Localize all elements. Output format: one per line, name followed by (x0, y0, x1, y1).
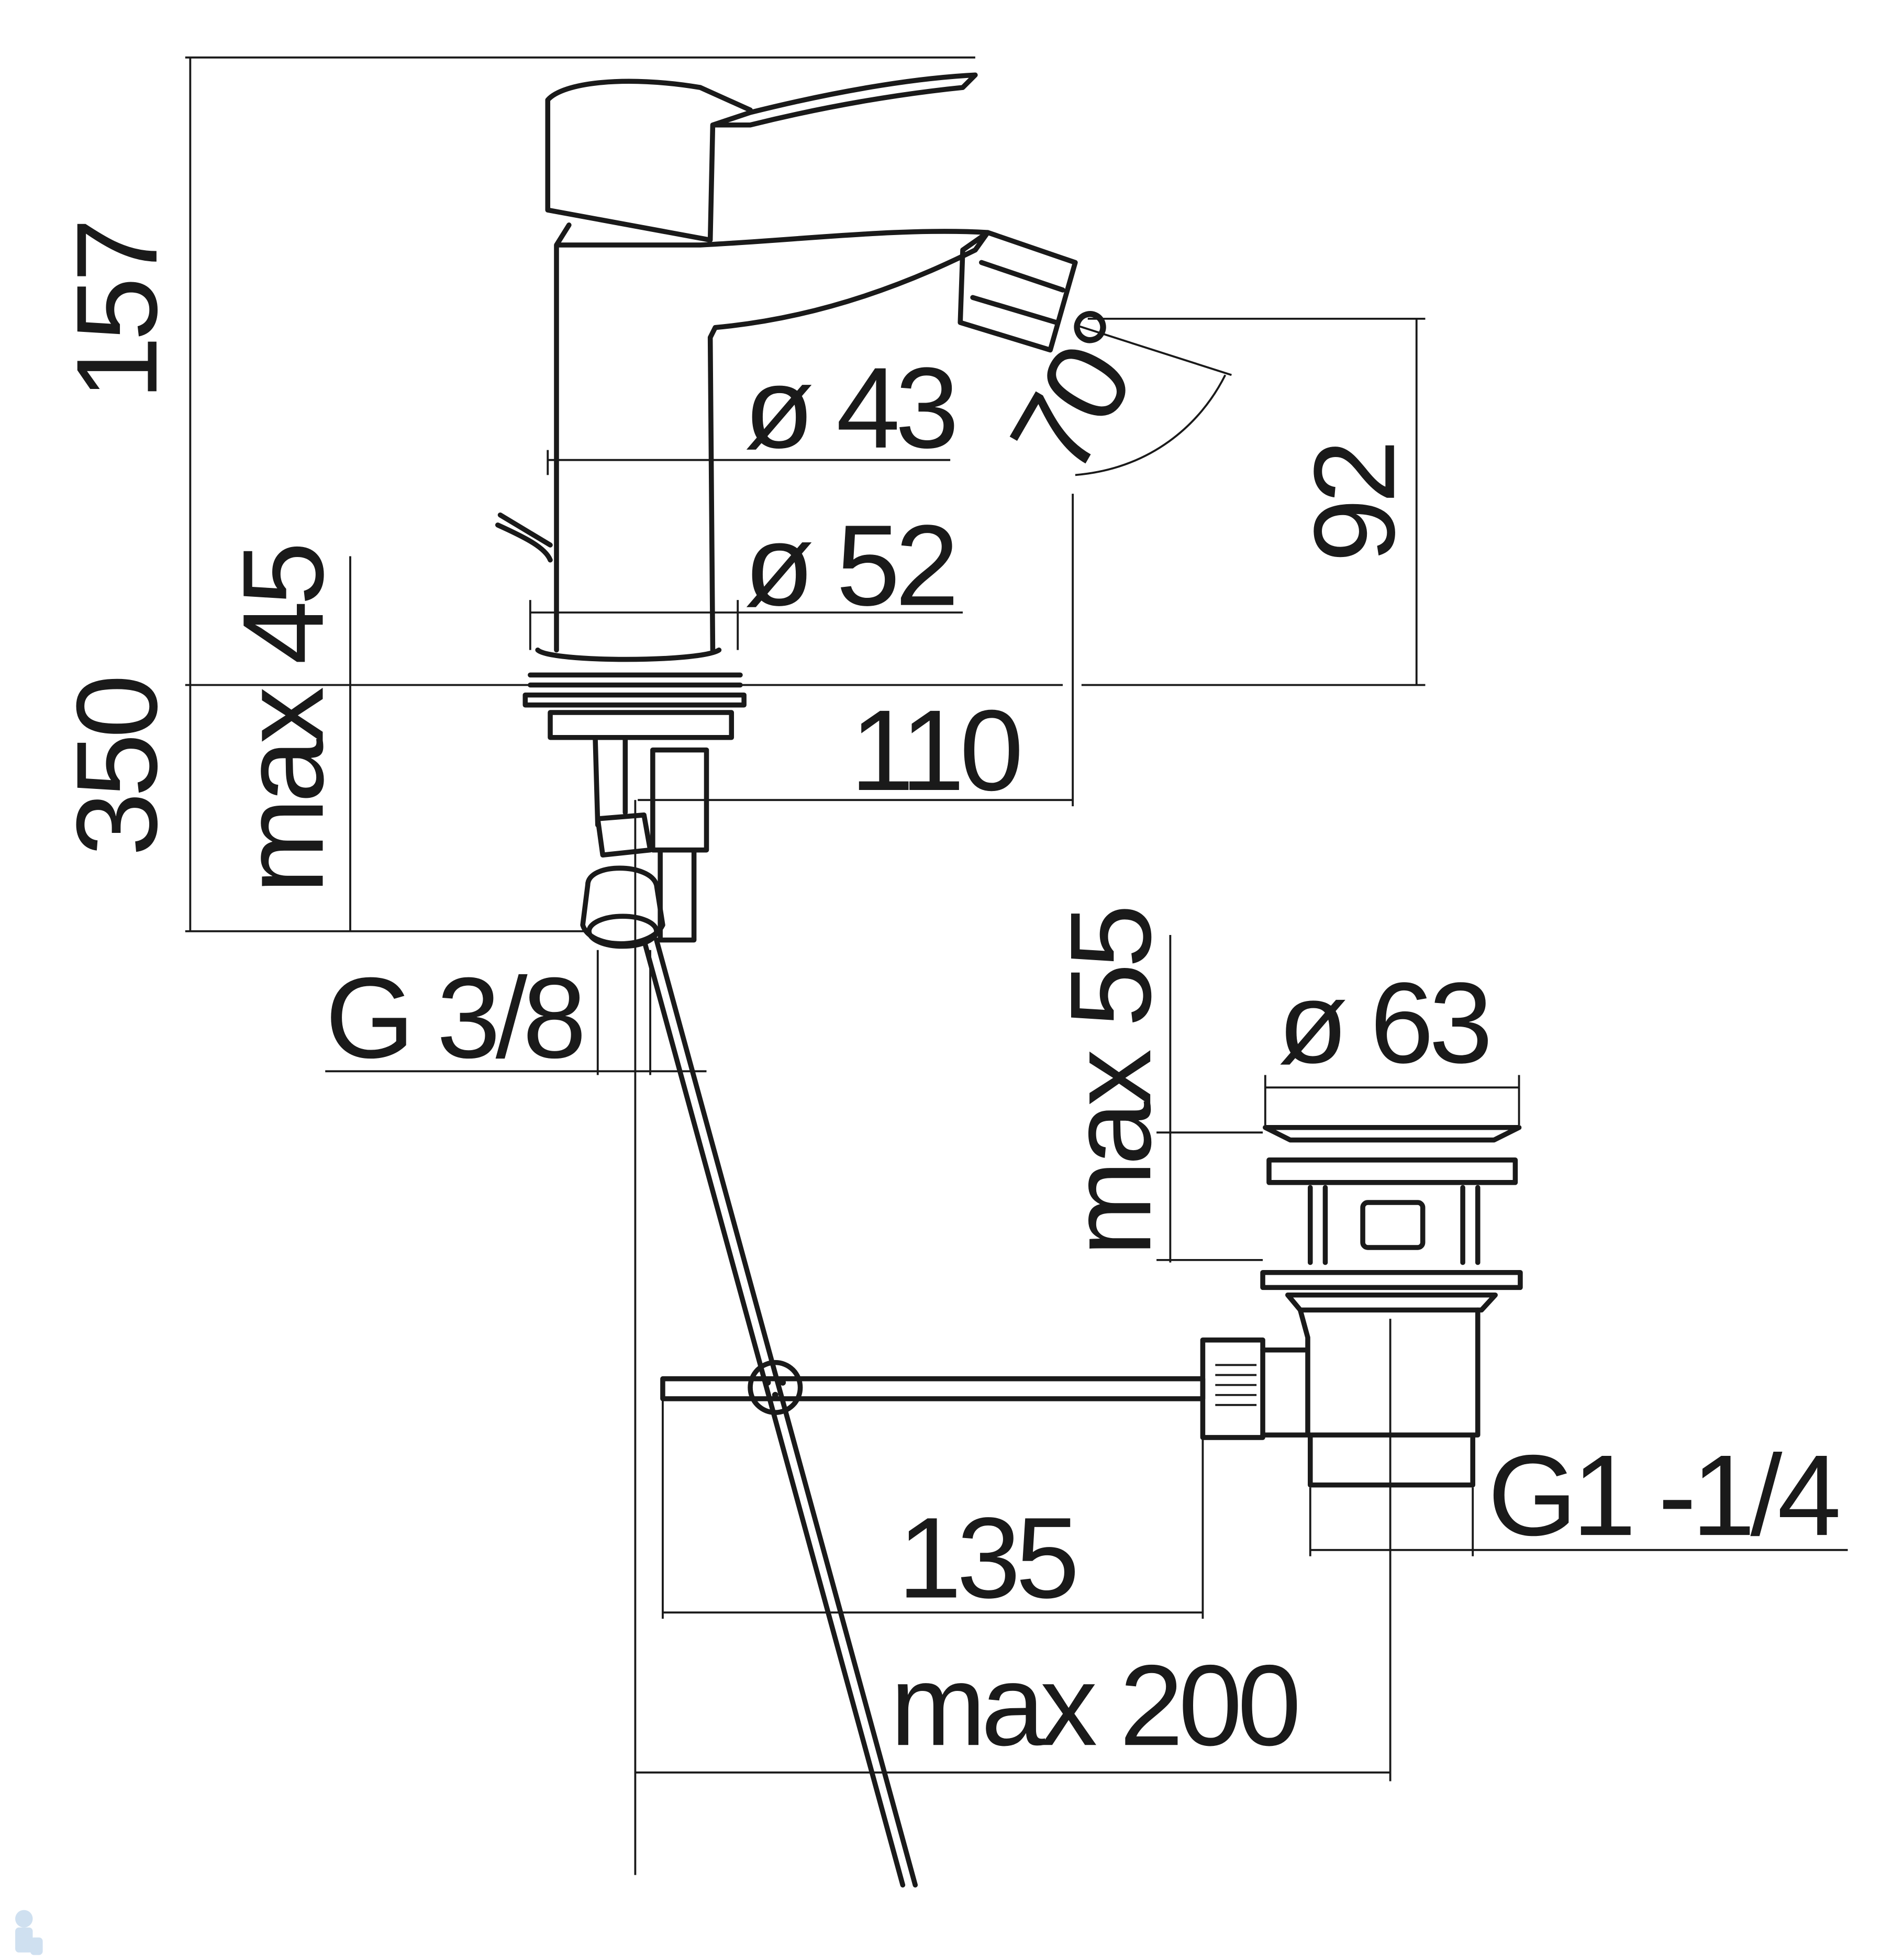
dim-92: 92 (1290, 444, 1419, 562)
dim-dia-63: ø 63 (1278, 959, 1488, 1087)
plumber-logo (15, 1910, 43, 1955)
dim-g1-1-4: G1 -1/4 (1488, 1431, 1838, 1560)
dim-157: 157 (52, 223, 181, 400)
dim-dia-43: ø 43 (744, 343, 954, 472)
dim-angle-70: 70° (985, 292, 1176, 494)
pop-up-waste (1260, 1124, 1523, 1488)
dim-110: 110 (850, 686, 1019, 815)
dim-max-200: max 200 (891, 1641, 1297, 1769)
faucet (495, 72, 1078, 949)
dim-max-55: max 55 (1046, 909, 1175, 1256)
dim-dia-52: ø 52 (744, 501, 954, 630)
dim-350: 350 (52, 678, 181, 856)
dimension-lines (185, 56, 1848, 1875)
dim-max-45: max 45 (218, 547, 347, 894)
pop-up-rod (641, 937, 1265, 1888)
dim-g-3-8: G 3/8 (325, 953, 582, 1082)
dim-135: 135 (898, 1494, 1075, 1622)
